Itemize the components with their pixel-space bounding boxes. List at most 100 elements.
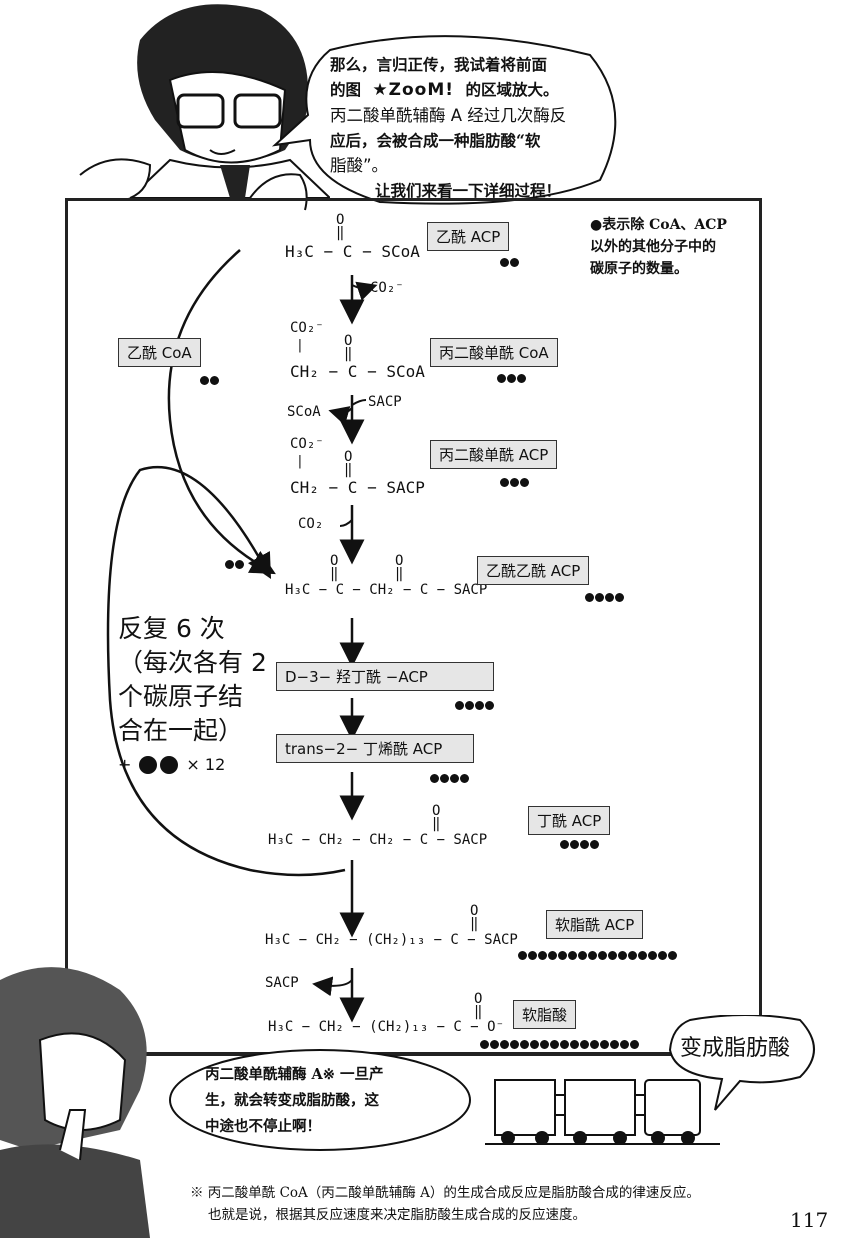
glasses-character-illustration	[79, 4, 330, 211]
acetoacetyl-acp-label: 乙酰乙酰 ACP	[477, 556, 590, 585]
carbonyl-o: O‖	[336, 212, 345, 241]
carbon-dots	[455, 701, 494, 710]
palmitate-label: 软脂酸	[513, 1000, 577, 1029]
acetoacetyl-acp-formula: H₃C − C − CH₂ − C − SACP	[285, 582, 488, 598]
carboxyl-group: CO₂⁻	[290, 436, 324, 452]
carbon-dots-large	[139, 756, 179, 774]
acetyl-coa-label: 乙酰 CoA	[118, 338, 201, 367]
carbon-dot	[648, 951, 657, 960]
carbon-dot	[510, 478, 519, 487]
train-illustration	[485, 1079, 720, 1145]
carbon-dot	[585, 593, 594, 602]
co2-released-label-2: CO₂	[298, 516, 324, 532]
carbon-dots	[480, 1040, 639, 1049]
carbon-dot	[595, 593, 604, 602]
bubble-line: 的图 ★ZooM! 的区域放大。	[330, 80, 559, 100]
carbon-dot	[235, 560, 244, 569]
bubble-line: 脂酸”。	[330, 156, 389, 175]
carbon-dot	[460, 774, 469, 783]
carbon-dot	[430, 774, 439, 783]
carbon-dot	[455, 701, 464, 710]
carbon-dot	[628, 951, 637, 960]
hydroxybutyryl-acp-label: D−3− 羟丁酰 −ACP	[276, 662, 494, 691]
girl-character-illustration	[0, 967, 150, 1238]
carbon-dot	[668, 951, 677, 960]
carbonyl-o: O‖	[344, 333, 353, 362]
carbon-dot	[548, 951, 557, 960]
carbon-dot	[139, 756, 158, 774]
bond-line: |	[296, 338, 304, 353]
carbon-dots	[500, 258, 519, 267]
bond-line: |	[296, 454, 304, 469]
carbon-dots	[500, 478, 529, 487]
carbon-dot	[528, 951, 537, 960]
bubble-line: 那么，言归正传，我试着将前面	[330, 55, 548, 74]
carbon-dot	[590, 840, 599, 849]
carbon-dot	[558, 951, 567, 960]
carbon-dots	[585, 593, 624, 602]
butyryl-acp-formula: H₃C − CH₂ − CH₂ − C − SACP	[268, 832, 488, 848]
carbon-dots	[430, 774, 469, 783]
carbon-dot	[560, 1040, 569, 1049]
carbon-dot	[570, 1040, 579, 1049]
carbon-dot	[538, 951, 547, 960]
carbon-dot	[490, 1040, 499, 1049]
carbonyl-o: O‖	[432, 803, 441, 832]
zoom-logo: ★ZooM!	[372, 80, 455, 100]
carbon-dot	[210, 376, 219, 385]
carbon-dots	[200, 376, 219, 385]
carbon-dot	[440, 774, 449, 783]
carbonyl-o: O‖	[395, 553, 404, 582]
bottom-speech-bubble	[169, 1049, 471, 1151]
entering-carbon-dots	[225, 560, 244, 569]
carbon-dot	[520, 478, 529, 487]
carbon-dot	[560, 840, 569, 849]
carbon-dot	[620, 1040, 629, 1049]
pathway-panel	[65, 198, 762, 1056]
bubble-line: 应后，会被合成一种脂肪酸“软	[330, 131, 541, 150]
carbonyl-o: O‖	[474, 991, 483, 1020]
carbon-dot	[225, 560, 234, 569]
carbon-dot	[465, 701, 474, 710]
carbon-dot	[618, 951, 627, 960]
carbon-dot	[510, 258, 519, 267]
carbon-dot	[638, 951, 647, 960]
carbon-dot	[510, 1040, 519, 1049]
palmitate-formula: H₃C − CH₂ − (CH₂)₁₃ − C − O⁻	[268, 1019, 505, 1035]
carbon-dot	[580, 1040, 589, 1049]
co2-released-label: CO₂⁻	[370, 280, 404, 296]
carbon-dot	[598, 951, 607, 960]
carbon-dot	[160, 756, 179, 774]
malonyl-coa-formula: CH₂ − C − SCoA	[290, 362, 425, 381]
carbon-dot	[658, 951, 667, 960]
footnote: ※ 丙二酸单酰 CoA（丙二酸单酰辅酶 A）的生成合成反应是脂肪酸合成的律速反应…	[190, 1185, 700, 1223]
bubble-line: 丙二酸单酰辅酶 A 经过几次酶反	[330, 106, 567, 125]
carbon-dot	[550, 1040, 559, 1049]
carbon-dot	[475, 701, 484, 710]
palmitoyl-acp-formula: H₃C − CH₂ − (CH₂)₁₃ − C − SACP	[265, 932, 518, 948]
sacp-added-label: SACP	[368, 394, 402, 410]
carbon-dot	[480, 1040, 489, 1049]
carbon-dot	[605, 593, 614, 602]
carbon-dot	[500, 478, 509, 487]
carbon-dot	[530, 1040, 539, 1049]
crotonyl-acp-label: trans−2− 丁烯酰 ACP	[276, 734, 474, 763]
malonyl-coa-label: 丙二酸单酰 CoA	[430, 338, 558, 367]
bottom-bubble-text: 丙二酸单酰辅酶 A※ 一旦产生，就会转变成脂肪酸，这中途也不停止啊！	[205, 1066, 384, 1135]
carbon-dot	[590, 1040, 599, 1049]
carbon-dot	[588, 951, 597, 960]
top-bubble-text: 那么，言归正传，我试着将前面 的图 ★ZooM! 的区域放大。 丙二酸单酰辅酶 …	[330, 52, 566, 203]
bubble-line: 让我们来看一下详细过程！	[375, 181, 562, 200]
sacp-released-label: SACP	[265, 975, 299, 991]
carbon-dot	[630, 1040, 639, 1049]
carbon-dot	[500, 258, 509, 267]
acetyl-acp-formula: H₃C − C − SCoA	[285, 242, 420, 261]
carbon-dot	[200, 376, 209, 385]
malonyl-acp-formula: CH₂ − C − SACP	[290, 478, 425, 497]
carbon-dot	[578, 951, 587, 960]
carbon-dot	[610, 1040, 619, 1049]
carbon-dot	[608, 951, 617, 960]
